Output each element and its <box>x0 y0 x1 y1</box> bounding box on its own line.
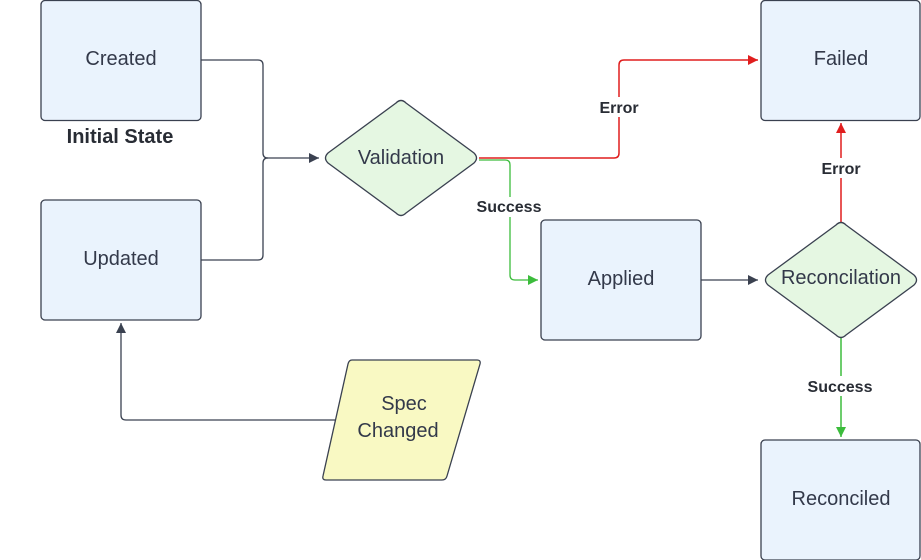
initial-state-caption: Initial State <box>67 126 174 148</box>
node-validation[interactable]: Validation <box>324 99 478 217</box>
edge-updated-to-validation <box>201 157 269 261</box>
edge-label-validation-success: Success <box>470 197 550 217</box>
node-spec-changed-label-line1: Spec <box>381 393 427 415</box>
edge-label-validation-error-text: Error <box>599 100 638 117</box>
edge-validation-to-applied <box>479 159 538 285</box>
node-spec-changed[interactable]: Spec Changed <box>322 359 481 481</box>
edge-label-reconcilation-success: Success <box>800 376 882 396</box>
node-reconciled-label: Reconciled <box>792 488 891 510</box>
edge-created-to-validation <box>201 59 319 163</box>
node-created-label: Created <box>85 48 156 70</box>
node-failed[interactable]: Failed <box>760 0 921 122</box>
node-spec-changed-label-line2: Changed <box>357 420 438 442</box>
edge-label-reconcilation-success-text: Success <box>808 379 873 396</box>
node-updated[interactable]: Updated <box>40 199 202 321</box>
node-applied[interactable]: Applied <box>540 219 702 341</box>
node-reconciled[interactable]: Reconciled <box>760 439 921 560</box>
edge-label-validation-success-text: Success <box>477 199 542 216</box>
node-applied-label: Applied <box>588 268 655 290</box>
node-reconcilation-label: Reconcilation <box>781 267 901 289</box>
edge-label-reconcilation-error: Error <box>815 158 867 178</box>
edge-label-reconcilation-error-text: Error <box>821 161 860 178</box>
node-created[interactable]: Created <box>40 0 202 122</box>
node-validation-label: Validation <box>358 147 444 169</box>
node-reconcilation[interactable]: Reconcilation <box>764 221 918 339</box>
edge-spec-changed-to-updated <box>116 323 336 421</box>
edge-label-validation-error: Error <box>594 97 644 117</box>
node-updated-label: Updated <box>83 248 159 270</box>
node-failed-label: Failed <box>814 48 868 70</box>
